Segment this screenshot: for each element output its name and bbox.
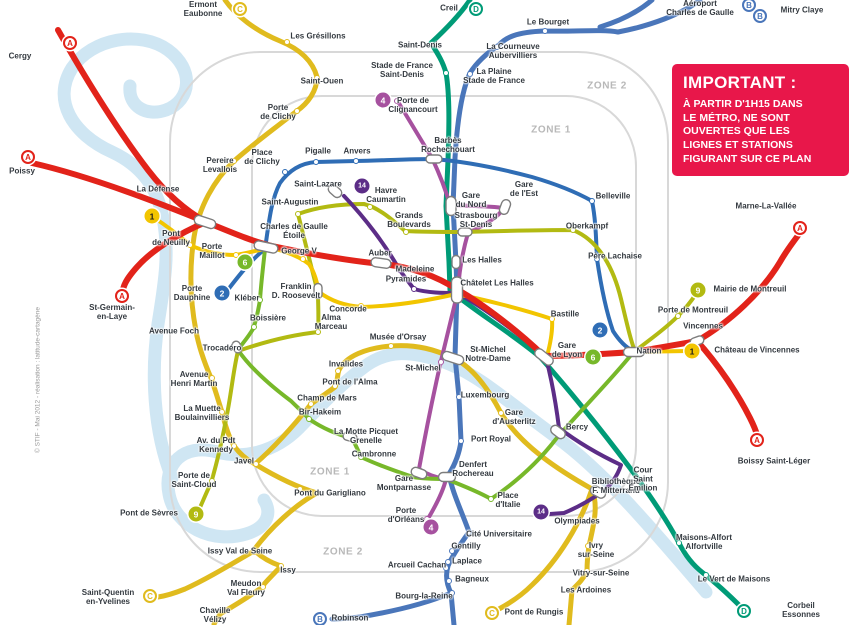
interchange-pill bbox=[410, 466, 428, 480]
rer-b-line bbox=[329, 0, 703, 625]
metro-2-line bbox=[225, 157, 635, 353]
metro-6-line bbox=[236, 247, 633, 501]
interchange-pill bbox=[437, 471, 457, 483]
interchange-pill bbox=[425, 154, 443, 164]
interchange-pill bbox=[498, 198, 512, 216]
important-notice: IMPORTANT : À PARTIR D'1H15 DANS LE MÉTR… bbox=[672, 64, 849, 177]
interchange-pill bbox=[589, 485, 607, 499]
interchange-pill bbox=[253, 240, 279, 254]
interchange-pill bbox=[342, 431, 358, 443]
interchange-pill bbox=[313, 282, 323, 300]
zone-rings bbox=[169, 51, 669, 573]
interchange-pill bbox=[441, 350, 465, 366]
interchange-pill bbox=[193, 214, 217, 230]
interchange-pill bbox=[450, 276, 464, 304]
interchange-pill bbox=[327, 183, 343, 199]
interchange-pill bbox=[622, 346, 646, 358]
interchange-pill bbox=[451, 254, 461, 270]
interchange-pill bbox=[550, 424, 566, 440]
notice-body: À PARTIR D'1H15 DANS LE MÉTRO, NE SONT O… bbox=[683, 98, 812, 165]
metro-9-line bbox=[196, 202, 698, 514]
metro-1-line bbox=[151, 215, 690, 358]
interchange-pill bbox=[231, 340, 243, 354]
interchange-pill bbox=[370, 257, 392, 269]
interchange-pills bbox=[193, 154, 705, 499]
interchange-pill bbox=[445, 195, 457, 217]
interchange-pill bbox=[457, 227, 473, 237]
notice-title: IMPORTANT : bbox=[683, 73, 797, 92]
copyright-text: © STIF - Mai 2012 - réalisation : latitu… bbox=[34, 306, 42, 454]
interchange-pill bbox=[534, 348, 554, 366]
